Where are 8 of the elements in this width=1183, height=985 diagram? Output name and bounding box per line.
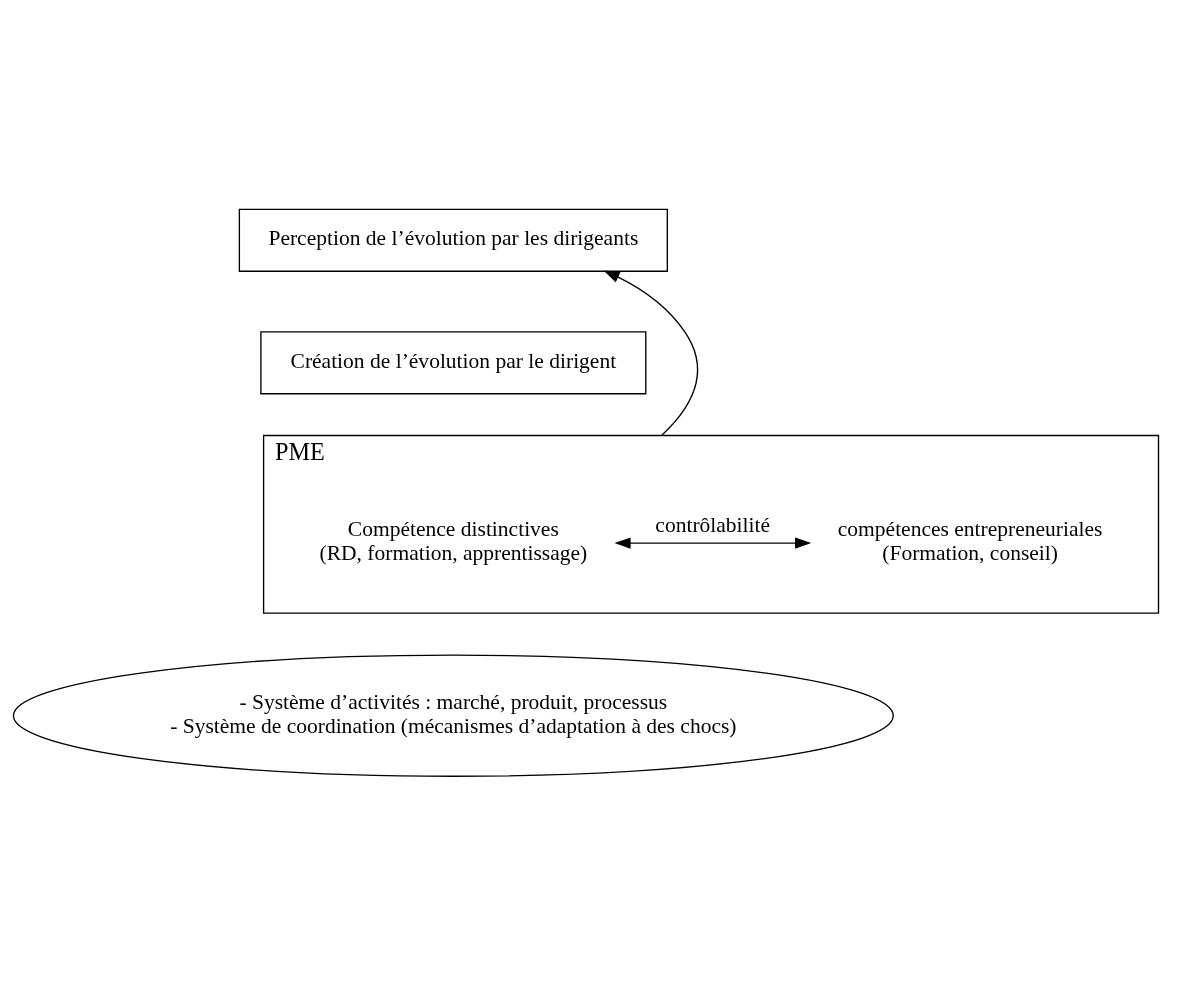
arrow: [603, 269, 699, 436]
node-ellipse: - Système d’activités : marché, produit, processus - Système de coordination (mécanismes d’adaptation à des chocs): [12, 653, 894, 777]
node-box: Création de l’évolution par le dirigent: [260, 330, 647, 394]
edge-label: contrôlabilité: [655, 512, 771, 537]
node-text: compétences entrepreneuriales (Formation, conseil): [837, 516, 1103, 565]
arrow: [614, 536, 812, 549]
node-text: Compétence distinctives (RD, formation, apprentissage): [319, 516, 588, 565]
node-box: Perception de l’évolution par les dirigeants: [238, 208, 668, 272]
